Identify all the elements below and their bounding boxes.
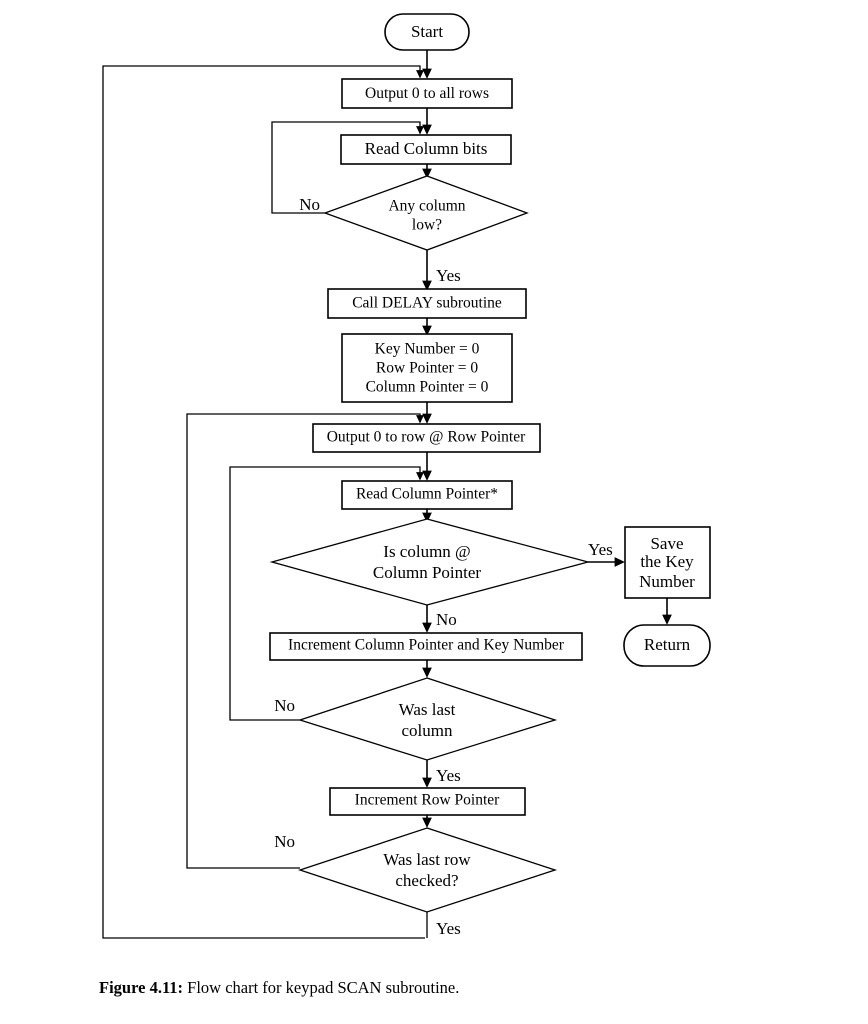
node-increment-column-key-label: Increment Column Pointer and Key Number: [288, 637, 565, 654]
node-save-key-number-line1: Save: [650, 534, 683, 553]
node-save-key-number-line2: the Key: [640, 552, 694, 571]
edge-waslastcolumn-no-to-read-colptr: [229, 466, 424, 721]
node-call-delay: Call DELAY subroutine: [327, 288, 527, 319]
node-is-column-at-pointer-line2: Column Pointer: [373, 563, 481, 582]
node-any-column-low-line2: low?: [412, 217, 442, 234]
edge-label-was-last-column-yes: Yes: [436, 766, 461, 785]
node-was-last-row: Was last row checked?: [297, 827, 558, 913]
node-read-column-pointer: Read Column Pointer*: [341, 480, 513, 510]
edge-label-was-last-column-no: No: [274, 696, 295, 715]
node-init-vars-line1: Key Number = 0: [375, 341, 480, 358]
node-was-last-column-line2: column: [402, 721, 453, 740]
node-is-column-at-pointer: Is column @ Column Pointer: [269, 518, 591, 606]
node-output-all-rows-label: Output 0 to all rows: [365, 85, 489, 102]
node-init-vars-line2: Row Pointer = 0: [376, 360, 478, 377]
node-is-column-at-pointer-line1: Is column @: [383, 542, 470, 561]
node-output-row-at-pointer: Output 0 to row @ Row Pointer: [312, 423, 541, 453]
node-was-last-row-line1: Was last row: [383, 850, 471, 869]
node-save-key-number: Save the Key Number: [624, 526, 711, 599]
node-was-last-column: Was last column: [297, 677, 558, 761]
edge-anycolumnlow-no-to-read-bits: [271, 121, 424, 214]
figure-caption-label: Figure 4.11:: [99, 978, 184, 997]
node-read-column-pointer-label: Read Column Pointer*: [356, 486, 498, 503]
node-read-column-bits-label: Read Column bits: [365, 139, 488, 158]
node-any-column-low-line1: Any column: [388, 198, 465, 215]
figure-caption: Figure 4.11: Flow chart for keypad SCAN …: [99, 978, 459, 998]
node-call-delay-label: Call DELAY subroutine: [352, 295, 502, 312]
edge-label-is-column-no: No: [436, 610, 457, 629]
node-save-key-number-line3: Number: [639, 572, 695, 591]
node-init-vars-line3: Column Pointer = 0: [366, 379, 489, 396]
node-start: Start: [384, 13, 470, 51]
node-any-column-low: Any column low?: [323, 175, 529, 251]
edge-label-was-last-row-no: No: [274, 832, 295, 851]
node-start-label: Start: [411, 22, 443, 41]
edge-label-is-column-yes: Yes: [588, 540, 613, 559]
node-increment-column-key: Increment Column Pointer and Key Number: [269, 632, 583, 661]
node-was-last-row-line2: checked?: [395, 871, 458, 890]
node-init-vars: Key Number = 0 Row Pointer = 0 Column Po…: [341, 333, 513, 403]
edge-waslastrow-no-to-output-row: [186, 413, 424, 869]
flowchart-canvas: Start Output 0 to all rows Read Column b…: [102, 13, 711, 939]
edge-waslastrow-yes-to-output-rows: [102, 65, 425, 939]
node-return-label: Return: [644, 635, 691, 654]
node-increment-row-pointer: Increment Row Pointer: [329, 787, 526, 816]
node-increment-row-pointer-label: Increment Row Pointer: [355, 792, 500, 809]
edge-label-was-last-row-yes: Yes: [436, 919, 461, 938]
node-return: Return: [623, 624, 711, 667]
edge-label-any-column-low-yes: Yes: [436, 266, 461, 285]
figure-caption-text: Flow chart for keypad SCAN subroutine.: [183, 978, 460, 997]
node-was-last-column-line1: Was last: [399, 700, 456, 719]
edge-label-any-column-low-no: No: [299, 195, 320, 214]
node-output-row-at-pointer-label: Output 0 to row @ Row Pointer: [327, 429, 526, 446]
node-output-all-rows: Output 0 to all rows: [341, 78, 513, 109]
node-read-column-bits: Read Column bits: [340, 134, 512, 165]
